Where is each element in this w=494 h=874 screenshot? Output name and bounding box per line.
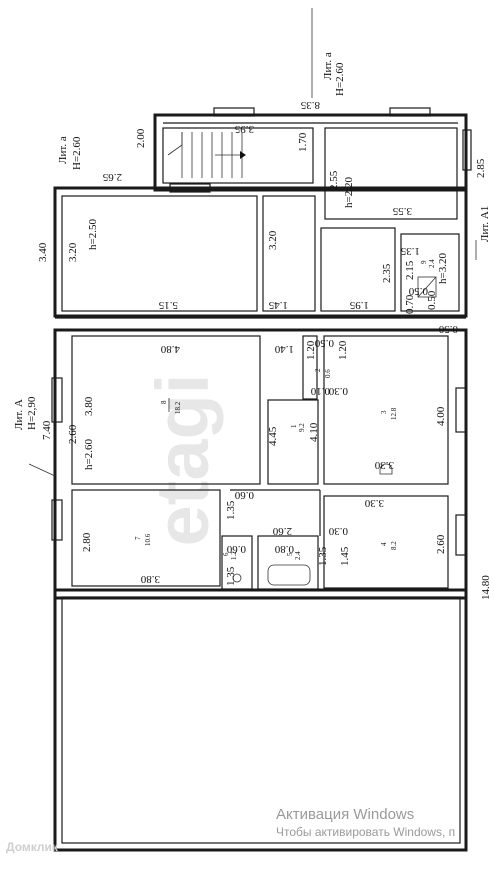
room-4-area: 8.2 — [390, 541, 398, 550]
dim-355: 3.55 — [392, 205, 412, 217]
etagi-watermark: etagi — [141, 374, 224, 547]
dim-h260: h=2.60 — [83, 439, 95, 470]
dim-235: 2.35 — [381, 263, 393, 283]
dim-480: 4.80 — [160, 343, 180, 355]
dim-1480: 14.80 — [480, 575, 492, 600]
dim-215: 2.15 — [404, 260, 416, 280]
dim-260b: 2.60 — [272, 525, 292, 537]
dim-060b: 0.60 — [226, 543, 246, 555]
dim-835: 8.35 — [300, 99, 320, 111]
dim-255: 2.55 — [328, 170, 340, 190]
dim-h220: h=2.20 — [343, 177, 355, 208]
room-3-area: 12.8 — [390, 407, 398, 420]
dim-135d: 1.35 — [317, 546, 329, 566]
room-6-number: 6 — [222, 552, 230, 556]
room-5-number: 5 — [286, 552, 294, 556]
dim-140: 1.40 — [274, 343, 294, 355]
dim-060a: 0.60 — [234, 489, 254, 501]
room-1-number: 1 — [290, 424, 298, 428]
room-1-area: 9.2 — [298, 423, 306, 432]
upper-rooms — [61, 127, 460, 312]
dim-400: 4.00 — [435, 406, 447, 426]
activation-title: Активация Windows — [276, 806, 415, 823]
dim-050b: 0.50 — [426, 290, 438, 310]
room-9-area: 2.4 — [428, 259, 436, 268]
dim-080: 0.80 — [274, 543, 294, 555]
dim-320b: 3.20 — [267, 230, 279, 250]
dim-320a: 3.20 — [67, 242, 79, 262]
dim-265: 2.65 — [102, 171, 122, 183]
dim-h320: h=3.20 — [437, 253, 449, 284]
lit-a-left: Лит. а — [57, 136, 69, 164]
room-5-area: 2.4 — [294, 551, 302, 560]
lit-a-left-h: H=2.60 — [71, 136, 83, 170]
room-9-number: 9 — [420, 260, 428, 264]
dim-260a: 2.60 — [67, 424, 79, 444]
dim-395: 3.95 — [234, 123, 254, 135]
dim-h250: h=2.50 — [87, 219, 99, 250]
dim-050a: 0.50 — [408, 285, 428, 297]
room-6-area: 1.2 — [230, 551, 238, 560]
dim-445: 4.45 — [267, 426, 279, 446]
lit-A: Лит. А — [13, 399, 25, 430]
dim-195: 1.95 — [349, 299, 369, 311]
dim-170: 1.70 — [297, 132, 309, 152]
leader-lines — [28, 8, 477, 477]
dim-135b: 1.35 — [225, 500, 237, 520]
dim-120b: 1.20 — [337, 340, 349, 360]
dim-515: 5.15 — [158, 299, 178, 311]
dim-285: 2.85 — [475, 158, 487, 178]
dim-340: 3.40 — [37, 242, 49, 262]
dim-380a: 3.80 — [83, 396, 95, 416]
dim-135: 1.35 — [400, 245, 420, 257]
dim-050c: 0.50 — [438, 323, 458, 335]
dim-030b: 0.30 — [328, 525, 348, 537]
dim-050d: 0.50 — [314, 337, 334, 349]
dim-200: 2.00 — [135, 128, 147, 148]
heater-icon — [379, 463, 393, 475]
toilet-icon — [232, 573, 242, 583]
outer-walls — [53, 113, 468, 852]
lower-rooms — [71, 335, 449, 590]
room-8-number: 8 — [160, 400, 168, 404]
dim-280: 2.80 — [81, 532, 93, 552]
dim-330a: 3.30 — [374, 459, 394, 471]
domclick-logo: Домклик — [6, 840, 58, 854]
room-3-number: 3 — [380, 410, 388, 414]
dim-330b: 3.30 — [364, 497, 384, 509]
lit-A-h: H=2,90 — [26, 396, 38, 430]
dim-010: 0.10 — [310, 385, 330, 397]
lit-a-top: Лит. а — [322, 52, 334, 80]
dim-145: 1.45 — [268, 299, 288, 311]
room-7-number: 7 — [134, 536, 142, 540]
dim-030a: 0.30 — [328, 385, 348, 397]
windows — [51, 107, 472, 556]
activation-subtitle: Чтобы активировать Windows, п — [276, 825, 456, 839]
dim-380b: 3.80 — [140, 573, 160, 585]
windows-activation-notice: Активация Windows Чтобы активировать Win… — [276, 806, 455, 839]
dim-410: 4.10 — [308, 422, 320, 442]
dim-120a: 1.20 — [305, 340, 317, 360]
room-2-area: 0.6 — [324, 369, 332, 378]
dim-145b: 1.45 — [339, 546, 351, 566]
room-2-number: 2 — [314, 368, 322, 372]
dim-740: 7.40 — [41, 420, 53, 440]
dim-070: 0.70 — [404, 294, 416, 314]
dim-135c: 1.35 — [225, 566, 237, 586]
lit-A1: Лит. А1 — [479, 206, 491, 242]
lit-a-top-h: H=2.60 — [334, 62, 346, 96]
room-7-area: 10.6 — [144, 533, 152, 546]
room-4-number: 4 — [380, 542, 388, 546]
labels: Лит. а H=2.60 Лит. а H=2.60 Лит. А H=2,9… — [13, 52, 492, 600]
staircase — [167, 132, 246, 178]
dim-260c: 2.60 — [435, 534, 447, 554]
bathtub-icon — [267, 564, 311, 586]
room-8-area: 18.2 — [174, 401, 182, 414]
